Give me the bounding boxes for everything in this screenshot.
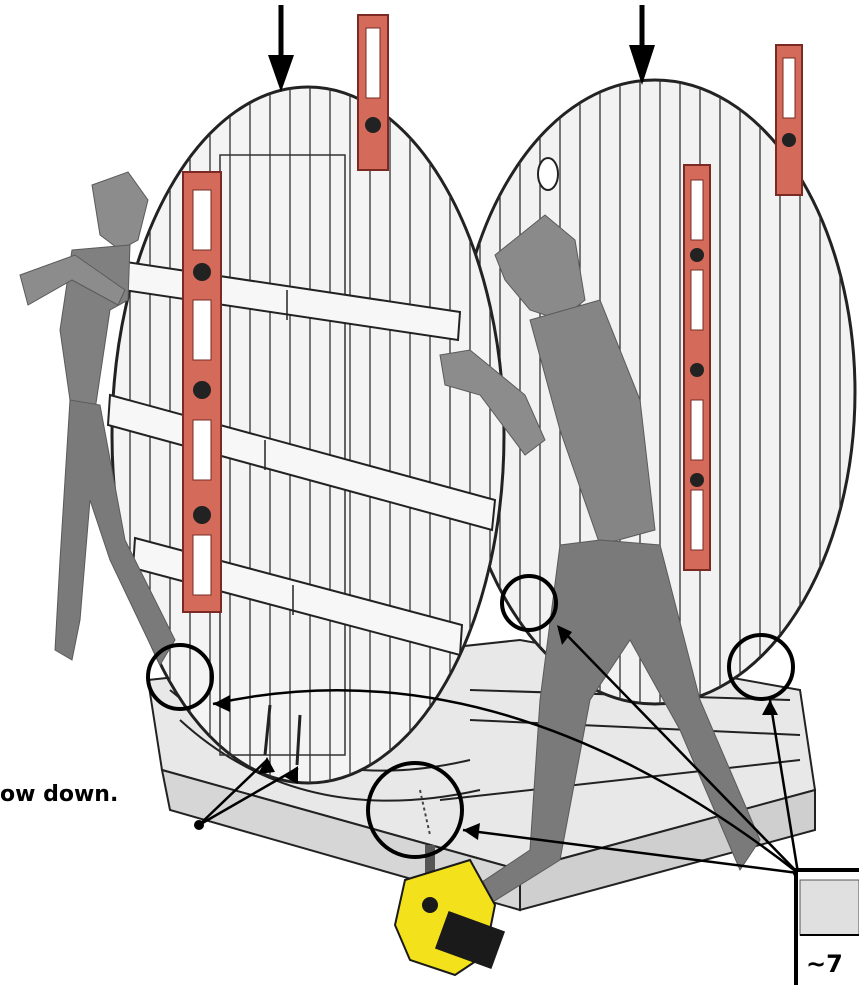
- spirit-level-icon: [358, 15, 388, 170]
- screw-down-label: ow down.: [0, 782, 118, 807]
- spirit-level-icon: [776, 45, 802, 195]
- spirit-level-icon: [684, 165, 710, 570]
- measurement-label: ~7: [806, 950, 843, 978]
- down-arrow-icon: [629, 5, 655, 85]
- spirit-level-icon: [183, 172, 221, 612]
- down-arrow-icon: [268, 5, 294, 92]
- leader-origin-dot: [194, 820, 204, 830]
